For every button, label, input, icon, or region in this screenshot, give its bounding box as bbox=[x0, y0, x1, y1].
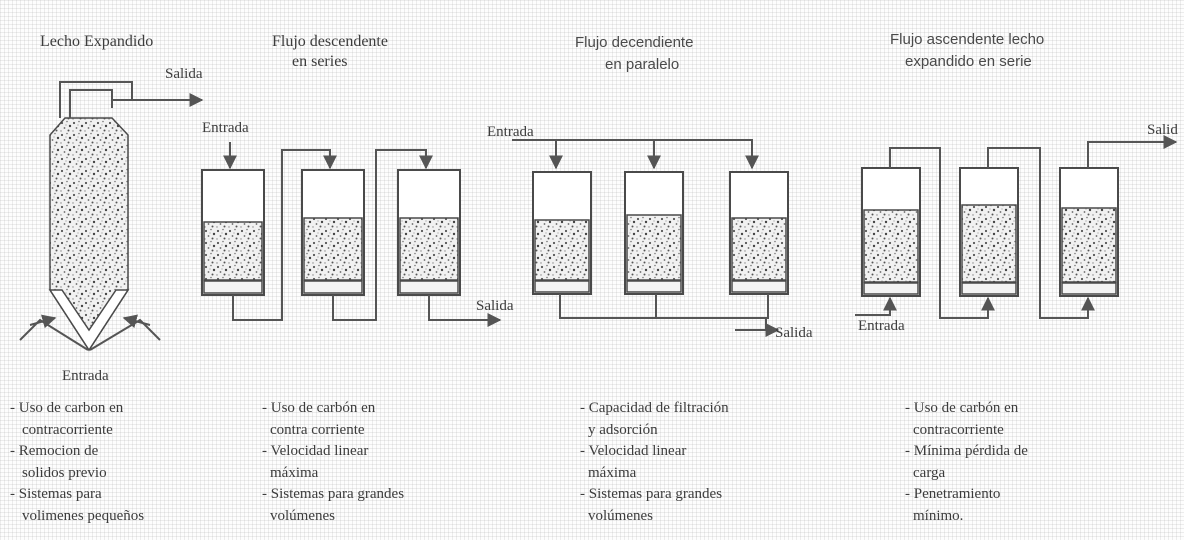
note-line: volimenes pequeños bbox=[22, 507, 145, 524]
expanded-bed-column bbox=[19, 81, 202, 352]
d4-tank-2-plate bbox=[961, 282, 1017, 295]
note-line: y adsorción bbox=[588, 421, 658, 438]
inlet-pipe-right bbox=[89, 318, 161, 351]
note-line: contracorriente bbox=[913, 421, 1004, 438]
d2-tank-1-bed bbox=[203, 221, 263, 281]
note-line: - Mínima pérdida de bbox=[905, 443, 1028, 459]
d3-tank-1-bed bbox=[534, 219, 590, 281]
d3-tank-1-plate bbox=[534, 280, 590, 293]
d3-inlet-label: Entrada bbox=[487, 124, 534, 140]
d3-tank-2-plate bbox=[626, 280, 682, 293]
up-series-diagram bbox=[855, 135, 1178, 319]
title-down-parallel-line2: en paralelo bbox=[605, 56, 680, 73]
d2-outlet-pipe bbox=[428, 295, 502, 327]
title-down-series-line1: Flujo descendente bbox=[272, 33, 388, 50]
d2-tank-3-plate bbox=[399, 280, 459, 294]
d3-tank-3-bed bbox=[731, 217, 787, 281]
notes-down-series: - Uso de carbón en contra corriente - Ve… bbox=[262, 398, 404, 527]
d3-outlet-label: Salida bbox=[775, 325, 813, 341]
note-line: volúmenes bbox=[270, 507, 335, 524]
d2-tank-2-bed bbox=[303, 217, 363, 281]
d4-link-2 bbox=[987, 147, 1095, 319]
d2-outlet-label: Salida bbox=[476, 298, 514, 314]
note-line: contracorriente bbox=[22, 421, 113, 438]
note-line: contra corriente bbox=[270, 421, 365, 438]
note-line: - Capacidad de filtración bbox=[580, 400, 729, 416]
notes-up-series: - Uso de carbón en contracorriente - Mín… bbox=[905, 398, 1028, 527]
d2-tank-1-plate bbox=[203, 280, 263, 294]
note-line: - Velocidad linear bbox=[262, 443, 369, 459]
note-line: máxima bbox=[588, 464, 637, 481]
d4-link-1 bbox=[889, 147, 995, 319]
notes-expanded-bed: - Uso de carbon en contracorriente - Rem… bbox=[10, 398, 144, 527]
title-up-series-line1: Flujo ascendente lecho bbox=[890, 31, 1045, 48]
note-line: - Sistemas para grandes bbox=[262, 486, 405, 502]
d4-tank-1-bed bbox=[863, 209, 919, 283]
d1-outlet-label: Salida bbox=[165, 66, 203, 82]
down-parallel-diagram bbox=[512, 139, 789, 337]
note-line: - Uso de carbón en bbox=[905, 400, 1019, 416]
d3-outlet-header bbox=[559, 294, 775, 331]
d4-outlet-pipe bbox=[1087, 135, 1178, 168]
d4-tank-1-plate bbox=[863, 282, 919, 295]
d4-outlet-label: Salid bbox=[1147, 122, 1178, 138]
note-line: volúmenes bbox=[588, 507, 653, 524]
title-down-series-line2: en series bbox=[292, 53, 348, 70]
note-line: - Remocion de bbox=[10, 443, 99, 459]
note-line: carga bbox=[913, 464, 946, 481]
title-up-series-line2: expandido en serie bbox=[905, 53, 1032, 70]
note-line: - Sistemas para bbox=[10, 486, 102, 502]
d4-inlet-pipe bbox=[855, 296, 897, 316]
note-line: - Uso de carbon en bbox=[10, 400, 124, 416]
d1-inlet-label: Entrada bbox=[62, 368, 109, 384]
d4-tank-3-plate bbox=[1061, 282, 1117, 295]
d3-tank-3-plate bbox=[731, 280, 787, 293]
note-line: máxima bbox=[270, 464, 319, 481]
title-expanded-bed: Lecho Expandido bbox=[40, 33, 154, 50]
inlet-arrow-right bbox=[122, 314, 151, 329]
note-line: solidos previo bbox=[22, 464, 107, 481]
d2-link-2 bbox=[332, 149, 433, 321]
down-series-diagram bbox=[201, 142, 502, 327]
d4-tank-3-bed bbox=[1061, 207, 1117, 283]
outlet-pipe-top bbox=[59, 81, 133, 118]
note-line: - Penetramiento bbox=[905, 486, 1001, 502]
title-down-parallel-line1: Flujo decendiente bbox=[575, 34, 694, 51]
outlet-pipe bbox=[69, 90, 202, 118]
d4-inlet-label: Entrada bbox=[858, 318, 905, 334]
inlet-arrow-left bbox=[29, 314, 57, 329]
note-line: - Sistemas para grandes bbox=[580, 486, 723, 502]
notes-down-parallel: - Capacidad de filtración y adsorción - … bbox=[580, 398, 729, 527]
inlet-pipe-left bbox=[19, 318, 89, 351]
note-line: - Velocidad linear bbox=[580, 443, 687, 459]
d2-inlet-label: Entrada bbox=[202, 120, 249, 136]
column-cone bbox=[48, 289, 130, 352]
column-body bbox=[49, 117, 129, 352]
d3-tank-2-bed bbox=[626, 214, 682, 281]
note-line: mínimo. bbox=[913, 507, 964, 524]
d2-tank-2-plate bbox=[303, 280, 363, 294]
d2-tank-3-bed bbox=[399, 217, 459, 281]
d3-inlet-header bbox=[512, 139, 753, 168]
note-line: - Uso de carbón en bbox=[262, 400, 376, 416]
d2-link-1 bbox=[232, 149, 337, 321]
d4-tank-2-bed bbox=[961, 204, 1017, 283]
